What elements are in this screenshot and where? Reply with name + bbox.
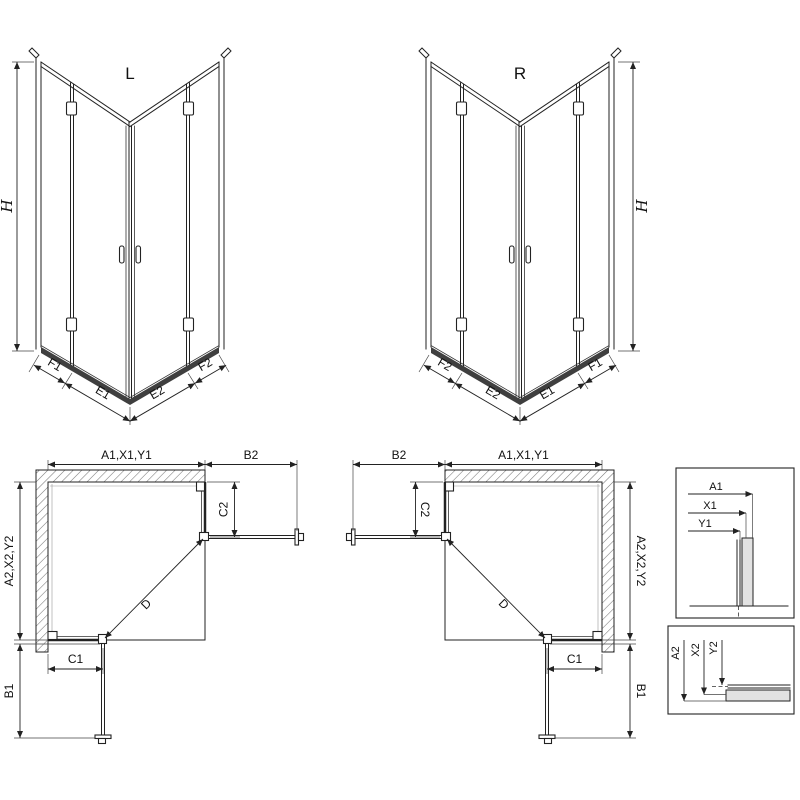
hinge-block [198,531,210,542]
width-label: A1,X1,Y1 [101,448,152,462]
door-handle [97,737,107,745]
fixed-panel-bottom [542,630,603,645]
door-side-label: B1 [634,684,648,699]
fixed-panel-right [195,481,210,542]
open-door-side [538,643,556,745]
door-handle [543,737,553,745]
segment-label-f1: F1 [45,355,64,374]
depth-label: A2,X2,Y2 [634,536,648,587]
height-dimension-right: H [618,61,651,352]
door-handle [297,532,305,542]
hinge-block [97,633,108,645]
depth-label: A2,X2,Y2 [2,535,16,586]
wall-hatch [444,469,615,653]
segment-dimensions-right: F2 E2 E1 F1 [419,355,619,425]
elevation-left-title: L [125,64,134,83]
wall-profile-block [47,630,58,641]
height-label: H [633,199,651,214]
segment-label-f2: F2 [195,355,214,374]
door-top-label: B2 [244,448,259,462]
detail-bottom-dimensions: A2 X2 Y2 [670,640,726,702]
detail-top-dimensions: A1 X1 Y1 [688,481,753,540]
open-door-side [94,643,112,745]
detail-x1-label: X1 [703,500,716,512]
open-door-top [208,528,305,546]
segment-label-e1: E1 [93,383,113,403]
segment-label-e1: E1 [537,383,557,403]
segment-label-e2: E2 [147,383,167,403]
side-top-label: C2 [217,502,231,518]
detail-frame [667,625,795,715]
bottom-label: C1 [567,652,583,666]
door-side-label: B1 [2,683,16,698]
wall-hatch [35,469,206,653]
wall-profile-block [444,481,455,492]
plan-left: A1,X1,Y1 B2 C2 A2,X2,Y2 B1 C1 [2,448,305,745]
segment-label-e2: E2 [483,383,503,403]
diagonal-label: D [496,596,512,612]
diagonal-label: D [138,596,154,612]
segment-label-f2: F2 [435,355,454,374]
wall-profile-section [741,537,754,607]
elevation-right: R H F2 E2 E1 F1 [418,47,651,425]
detail-a2-label: A2 [670,646,682,659]
width-label: A1,X1,Y1 [498,448,549,462]
profile-section [689,537,789,617]
plan-left-dimensions: A1,X1,Y1 B2 C2 A2,X2,Y2 B1 C1 [2,448,298,739]
fixed-panel-left [440,481,455,542]
detail-x2-label: X2 [690,643,702,656]
hinge-block [440,531,452,542]
detail-profile-top: A1 X1 Y1 [675,467,795,619]
enclosure-3d-right [418,47,622,406]
elevation-right-title: R [514,64,526,83]
detail-frame [675,467,795,619]
height-label: H [0,199,16,214]
wall-profile-block [195,481,206,492]
side-top-label: C2 [418,502,432,518]
detail-profile-bottom: A2 X2 Y2 [667,625,795,715]
hinge-block [542,633,553,645]
height-dimension-left: H [0,61,34,352]
door-handle [345,532,353,542]
fixed-panel-bottom [47,630,108,645]
detail-y2-label: Y2 [708,641,720,654]
elevation-left: L H F1 E1 E2 F2 [0,47,232,425]
detail-y1-label: Y1 [698,518,711,530]
plan-right: B2 A1,X1,Y1 C2 A2,X2,Y2 B1 C1 [345,448,648,745]
detail-a1-label: A1 [709,481,722,493]
segment-label-f1: F1 [585,355,604,374]
wall-profile-block [592,630,603,641]
segment-dimensions-left: F1 E1 E2 F2 [29,355,229,425]
plan-right-dimensions: B2 A1,X1,Y1 C2 A2,X2,Y2 B1 C1 [352,448,648,739]
door-top-label: B2 [392,448,407,462]
enclosure-3d-left [28,47,232,406]
wall-profile-section [725,689,791,702]
profile-section [712,684,791,702]
bottom-label: C1 [68,652,84,666]
